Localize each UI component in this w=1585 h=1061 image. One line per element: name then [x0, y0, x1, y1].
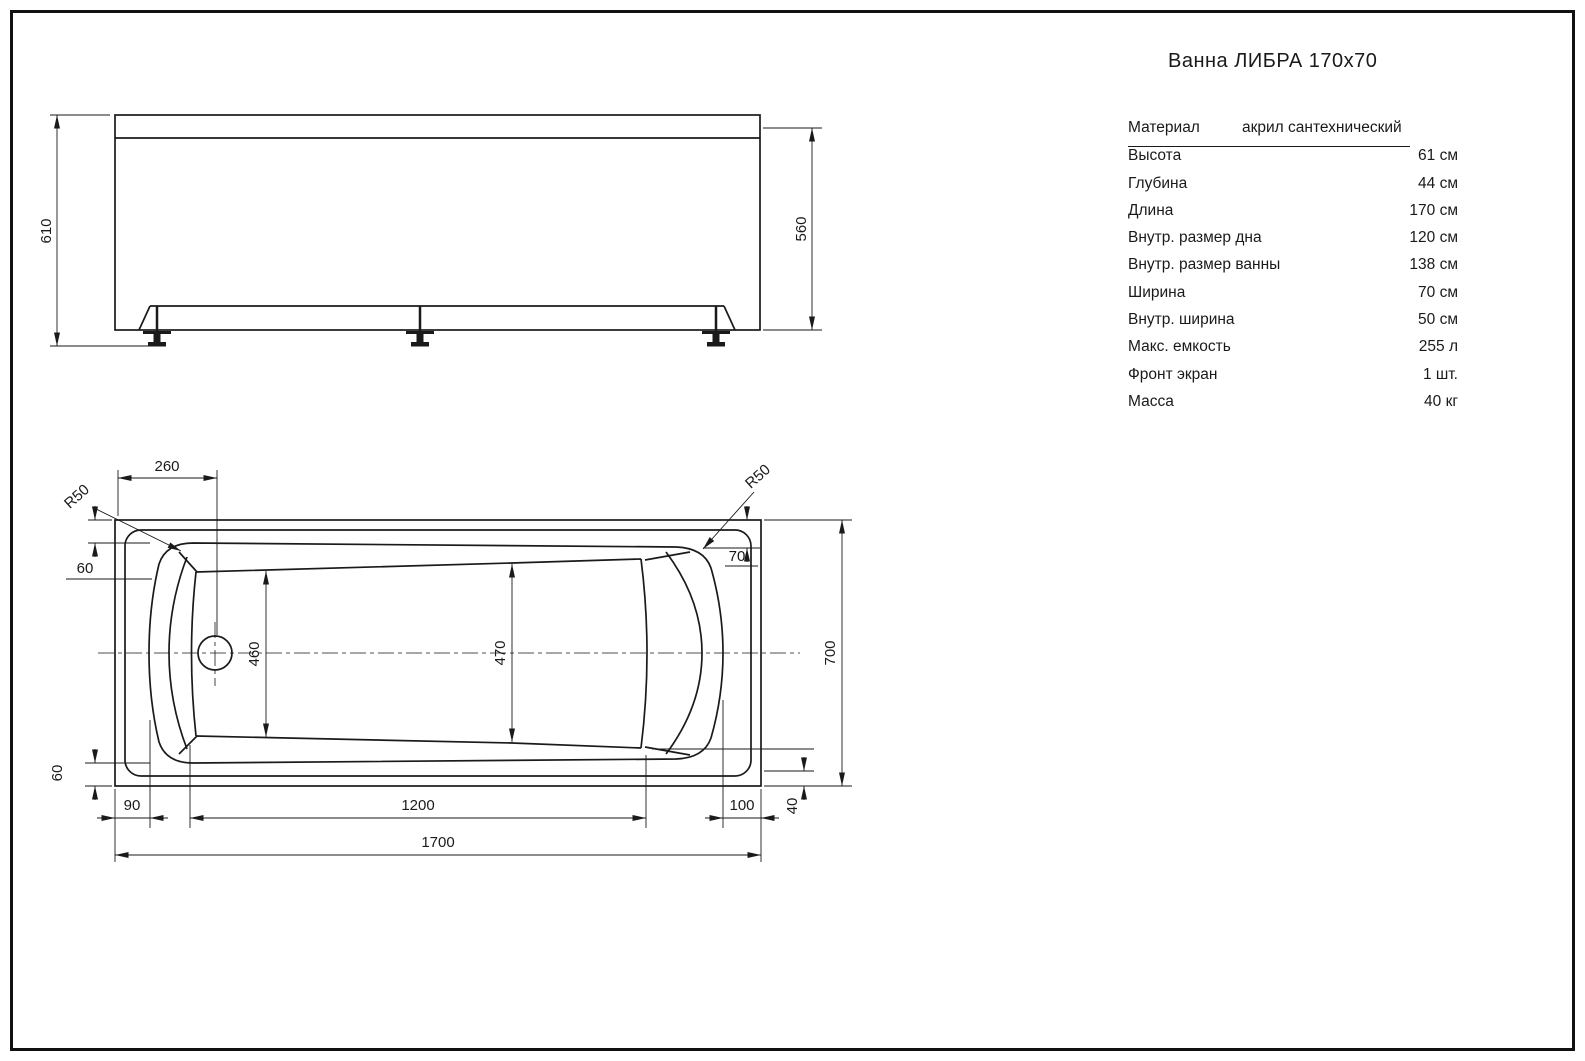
spec-row-inner-width: Внутр. ширина 50 см	[1128, 311, 1458, 338]
dim-gap-bottom-left	[85, 749, 150, 800]
spec-label: Внутр. размер ванны	[1128, 256, 1281, 274]
dim-gap-top-left-label: 60	[77, 560, 94, 577]
spec-row-width: Ширина 70 см	[1128, 284, 1458, 311]
spec-value: 138 см	[1409, 256, 1458, 274]
spec-row-length: Длина 170 см	[1128, 202, 1458, 229]
spec-value: 50 см	[1418, 311, 1458, 329]
spec-label: Глубина	[1128, 174, 1188, 192]
dim-floor-widths	[263, 564, 515, 742]
dim-body-height	[763, 127, 822, 331]
dim-total-height	[50, 114, 148, 347]
spec-value: 120 см	[1409, 229, 1458, 247]
dim-floor-width-right-label: 470	[492, 640, 509, 665]
spec-value: 44 см	[1418, 174, 1458, 192]
spec-label: Масса	[1128, 392, 1174, 410]
front-view	[50, 114, 822, 347]
dim-gap-right	[703, 506, 760, 567]
spec-label: Внутр. размер дна	[1128, 229, 1262, 247]
spec-value: акрил сантехнический	[1242, 119, 1402, 136]
tub-legs	[143, 306, 730, 347]
spec-label: Макс. емкость	[1128, 338, 1231, 356]
spec-value: 170 см	[1409, 201, 1458, 219]
spec-label: Ширина	[1128, 283, 1186, 301]
drawing-title: Ванна ЛИБРА 170х70	[1168, 50, 1378, 72]
dim-margin-left-label: 90	[124, 797, 141, 814]
spec-row-mass: Масса 40 кг	[1128, 393, 1458, 420]
radius-leaders	[91, 491, 755, 552]
dim-gap-top-left	[66, 506, 152, 580]
spec-value: 255 л	[1418, 338, 1458, 356]
spec-row-inner-size: Внутр. размер ванны 138 см	[1128, 256, 1458, 283]
spec-value: 1 шт.	[1422, 365, 1458, 383]
spec-label: Высота	[1128, 147, 1182, 165]
radius-right-label: R50	[742, 461, 774, 492]
dim-rim-offset-label: 40	[784, 798, 801, 815]
spec-row-bottom-size: Внутр. размер дна 120 см	[1128, 229, 1458, 256]
spec-row-material: Материал акрил сантехнический	[1128, 119, 1410, 148]
radius-left-label: R50	[61, 481, 93, 512]
dim-overall-width-label: 700	[822, 640, 839, 665]
dim-overall-length-label: 1700	[421, 834, 454, 851]
dim-margin-right-label: 100	[729, 797, 754, 814]
dim-rim-offset	[652, 748, 814, 800]
dim-drain-offset	[117, 470, 218, 635]
dim-floor-length-label: 1200	[401, 797, 434, 814]
dim-gap-right-label: 70	[729, 548, 746, 565]
dim-lengths	[97, 700, 779, 862]
dim-body-height-label: 560	[793, 216, 810, 241]
spec-row-front-panel: Фронт экран 1 шт.	[1128, 366, 1458, 393]
spec-label: Фронт экран	[1128, 365, 1218, 383]
spec-row-height: Высота 61 см	[1128, 147, 1458, 174]
spec-value: 40 кг	[1424, 392, 1458, 410]
dim-floor-width-left-label: 460	[246, 641, 263, 666]
page-border	[10, 10, 1575, 1051]
dim-overall-width	[764, 519, 852, 787]
spec-label: Длина	[1128, 201, 1174, 219]
dim-gap-bottom-left-label: 60	[49, 765, 66, 782]
spec-row-capacity: Макс. емкость 255 л	[1128, 338, 1458, 365]
centerlines	[98, 622, 800, 686]
dim-drain-offset-label: 260	[154, 458, 179, 475]
spec-row-depth: Глубина 44 см	[1128, 175, 1458, 202]
plan-view	[66, 470, 852, 862]
spec-value: 70 см	[1418, 283, 1458, 301]
dim-total-height-label: 610	[38, 218, 55, 243]
spec-value: 61 см	[1418, 147, 1458, 165]
spec-table: Ванна ЛИБРА 170х70 Материал акрил сантех…	[1128, 50, 1458, 420]
spec-label: Материал	[1128, 119, 1200, 136]
spec-label: Внутр. ширина	[1128, 311, 1235, 329]
